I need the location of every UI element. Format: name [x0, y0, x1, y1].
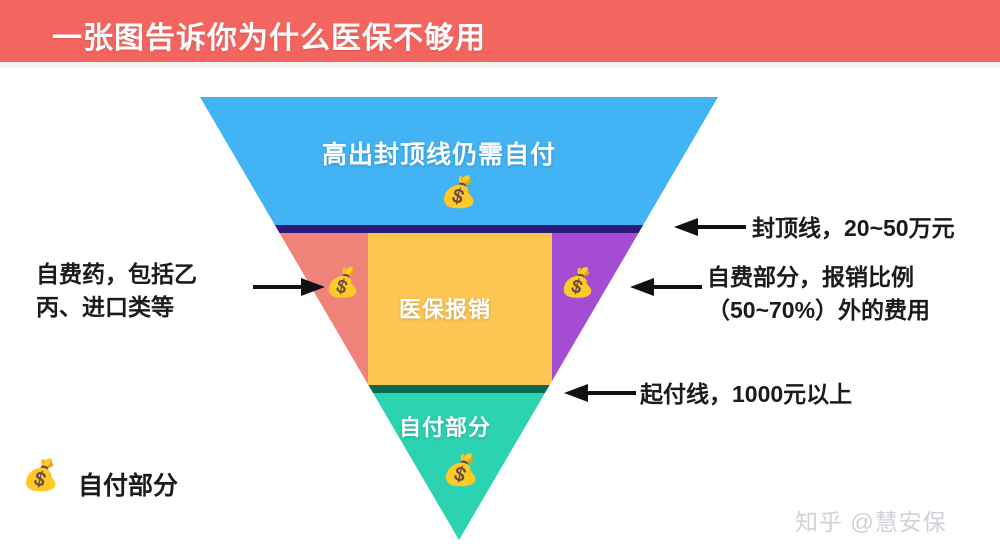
callout-cap-line-1: 封顶线，20~50万元: [752, 215, 955, 241]
callout-deductible: 起付线，1000元以上: [640, 378, 852, 411]
money-bag-icon: 💰: [22, 459, 60, 492]
callout-deductible-line-1: 起付线，1000元以上: [640, 381, 853, 407]
funnel-label-top: 高出封顶线仍需自付: [322, 141, 557, 169]
callout-self-pay-line-2: （50~70%）外的费用: [707, 297, 931, 323]
funnel-band-top: [200, 97, 718, 225]
money-bag-icon: 💰: [560, 267, 595, 298]
arrow-left-icon: [564, 384, 636, 402]
legend-label: 自付部分: [78, 472, 179, 500]
funnel-label-bottom: 自付部分: [399, 415, 492, 440]
funnel-band-middle: [368, 233, 552, 385]
title-banner: 一张图告诉你为什么医保不够用: [0, 0, 1000, 62]
callout-self-pay-drugs-line-2: 丙、进口类等: [36, 294, 174, 320]
arrow-right-icon: [253, 278, 325, 296]
arrow-left-icon: [674, 218, 746, 236]
callout-self-pay-drugs-line-1: 自费药，包括乙: [36, 261, 197, 287]
callout-self-pay: 自费部分，报销比例 （50~70%）外的费用: [707, 261, 930, 327]
money-bag-icon: 💰: [440, 176, 478, 209]
watermark: 知乎 @慧安保: [795, 509, 947, 535]
deductible-line-divider: [200, 385, 718, 393]
cap-line-divider: [200, 225, 718, 233]
callout-self-pay-drugs: 自费药，包括乙 丙、进口类等: [36, 258, 197, 324]
funnel-label-middle: 医保报销: [399, 297, 492, 322]
money-bag-icon: 💰: [442, 454, 480, 487]
banner-underline: [0, 62, 1000, 68]
arrow-left-icon: [630, 278, 702, 296]
funnel-band-right: [552, 233, 718, 385]
money-bag-icon: 💰: [325, 267, 360, 298]
callout-cap-line: 封顶线，20~50万元: [752, 212, 955, 245]
page-title: 一张图告诉你为什么医保不够用: [52, 22, 486, 55]
callout-self-pay-line-1: 自费部分，报销比例: [707, 264, 914, 290]
